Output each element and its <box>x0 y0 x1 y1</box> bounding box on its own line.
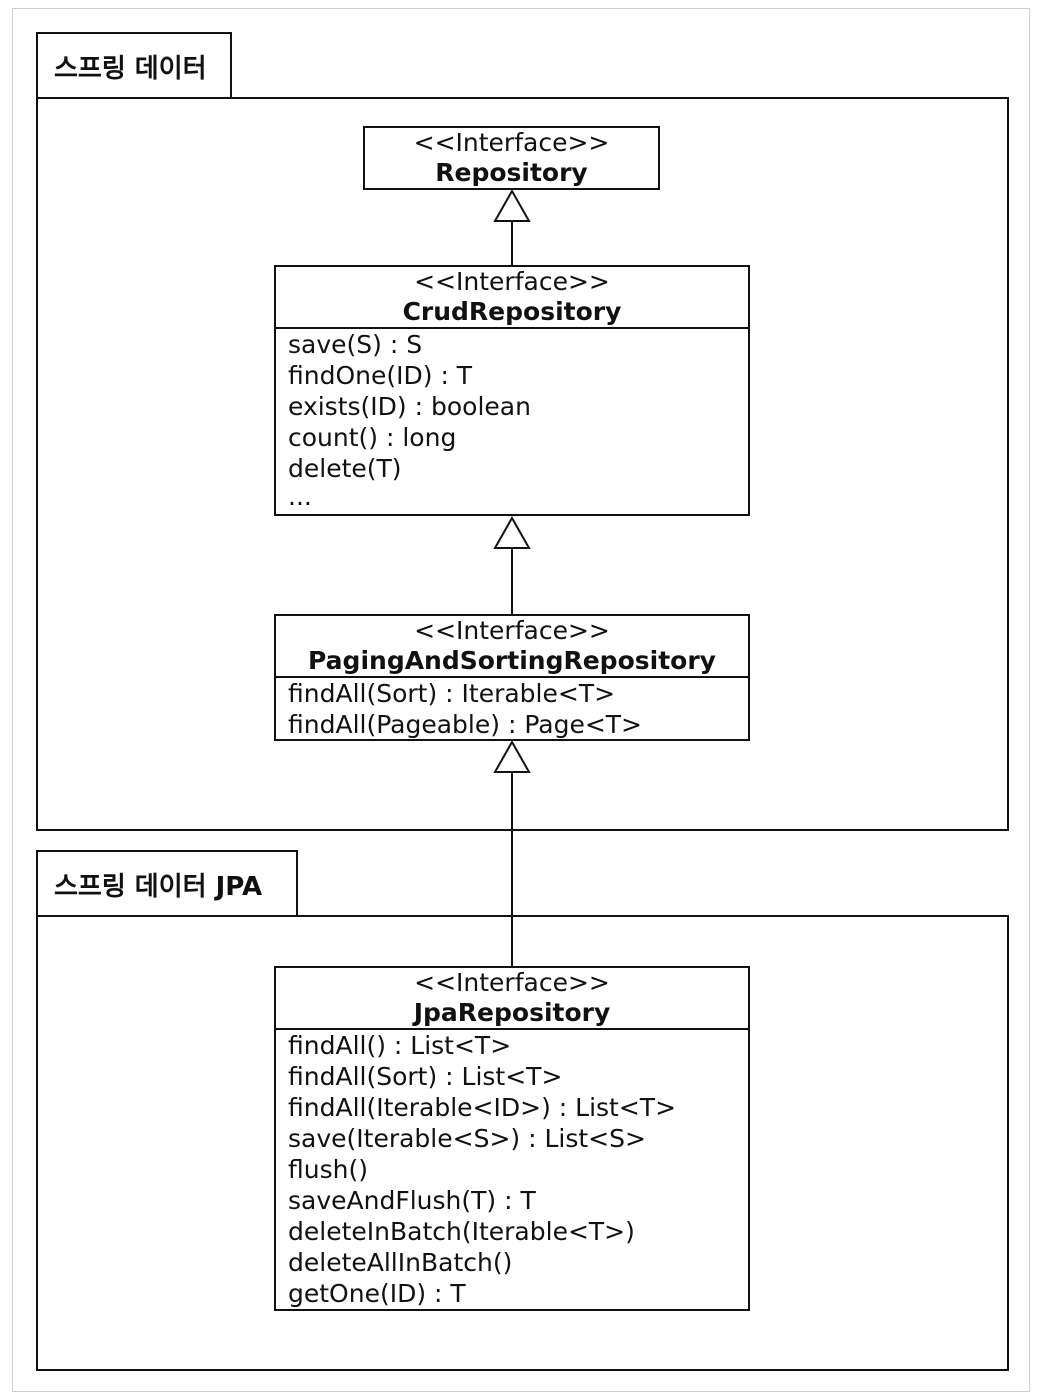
class-name: JpaRepository <box>413 998 611 1027</box>
operation: exists(ID) : boolean <box>288 392 531 421</box>
package-label: 스프링 데이터 <box>54 53 207 84</box>
class-repository: <<Interface>> Repository <box>363 126 660 190</box>
figure-frame <box>12 8 1030 1392</box>
class-header: <<Interface>> JpaRepository <box>276 968 748 1028</box>
operation: deleteAllInBatch() <box>288 1248 513 1277</box>
class-name: Repository <box>435 158 588 187</box>
class-name: CrudRepository <box>402 297 622 326</box>
operations-list: save(S) : S findOne(ID) : T exists(ID) :… <box>276 327 748 510</box>
stereotype: <<Interface>> <box>413 128 610 157</box>
operation: save(Iterable<S>) : List<S> <box>288 1124 646 1153</box>
operation: findAll(Sort) : List<T> <box>288 1062 563 1091</box>
class-header: <<Interface>> PagingAndSortingRepository <box>276 616 748 676</box>
operations-list: findAll(Sort) : Iterable<T> findAll(Page… <box>276 676 748 740</box>
operation: ... <box>288 482 312 511</box>
package-tab-spring-data-jpa: 스프링 데이터 JPA <box>36 850 298 916</box>
class-crud-repository: <<Interface>> CrudRepository save(S) : S… <box>274 265 750 516</box>
operation: delete(T) <box>288 454 402 483</box>
class-jpa-repository: <<Interface>> JpaRepository findAll() : … <box>274 966 750 1311</box>
stereotype: <<Interface>> <box>414 267 610 296</box>
class-paging-and-sorting-repository: <<Interface>> PagingAndSortingRepository… <box>274 614 750 741</box>
class-name: PagingAndSortingRepository <box>308 646 716 675</box>
operation: flush() <box>288 1155 368 1184</box>
operation: findOne(ID) : T <box>288 361 473 390</box>
operation: saveAndFlush(T) : T <box>288 1186 536 1215</box>
operation: save(S) : S <box>288 330 423 359</box>
stereotype: <<Interface>> <box>414 616 610 645</box>
package-tab-spring-data: 스프링 데이터 <box>36 32 232 98</box>
operation: count() : long <box>288 423 457 452</box>
stereotype: <<Interface>> <box>414 968 610 997</box>
operation: findAll(Sort) : Iterable<T> <box>288 679 616 708</box>
operation: getOne(ID) : T <box>288 1279 466 1308</box>
operation: findAll(Iterable<ID>) : List<T> <box>288 1093 677 1122</box>
class-header: <<Interface>> Repository <box>365 128 658 188</box>
operation: findAll(Pageable) : Page<T> <box>288 710 643 739</box>
operation: findAll() : List<T> <box>288 1031 512 1060</box>
operation: deleteInBatch(Iterable<T>) <box>288 1217 635 1246</box>
operations-list: findAll() : List<T> findAll(Sort) : List… <box>276 1028 748 1309</box>
class-header: <<Interface>> CrudRepository <box>276 267 748 327</box>
package-label: 스프링 데이터 JPA <box>54 871 263 902</box>
